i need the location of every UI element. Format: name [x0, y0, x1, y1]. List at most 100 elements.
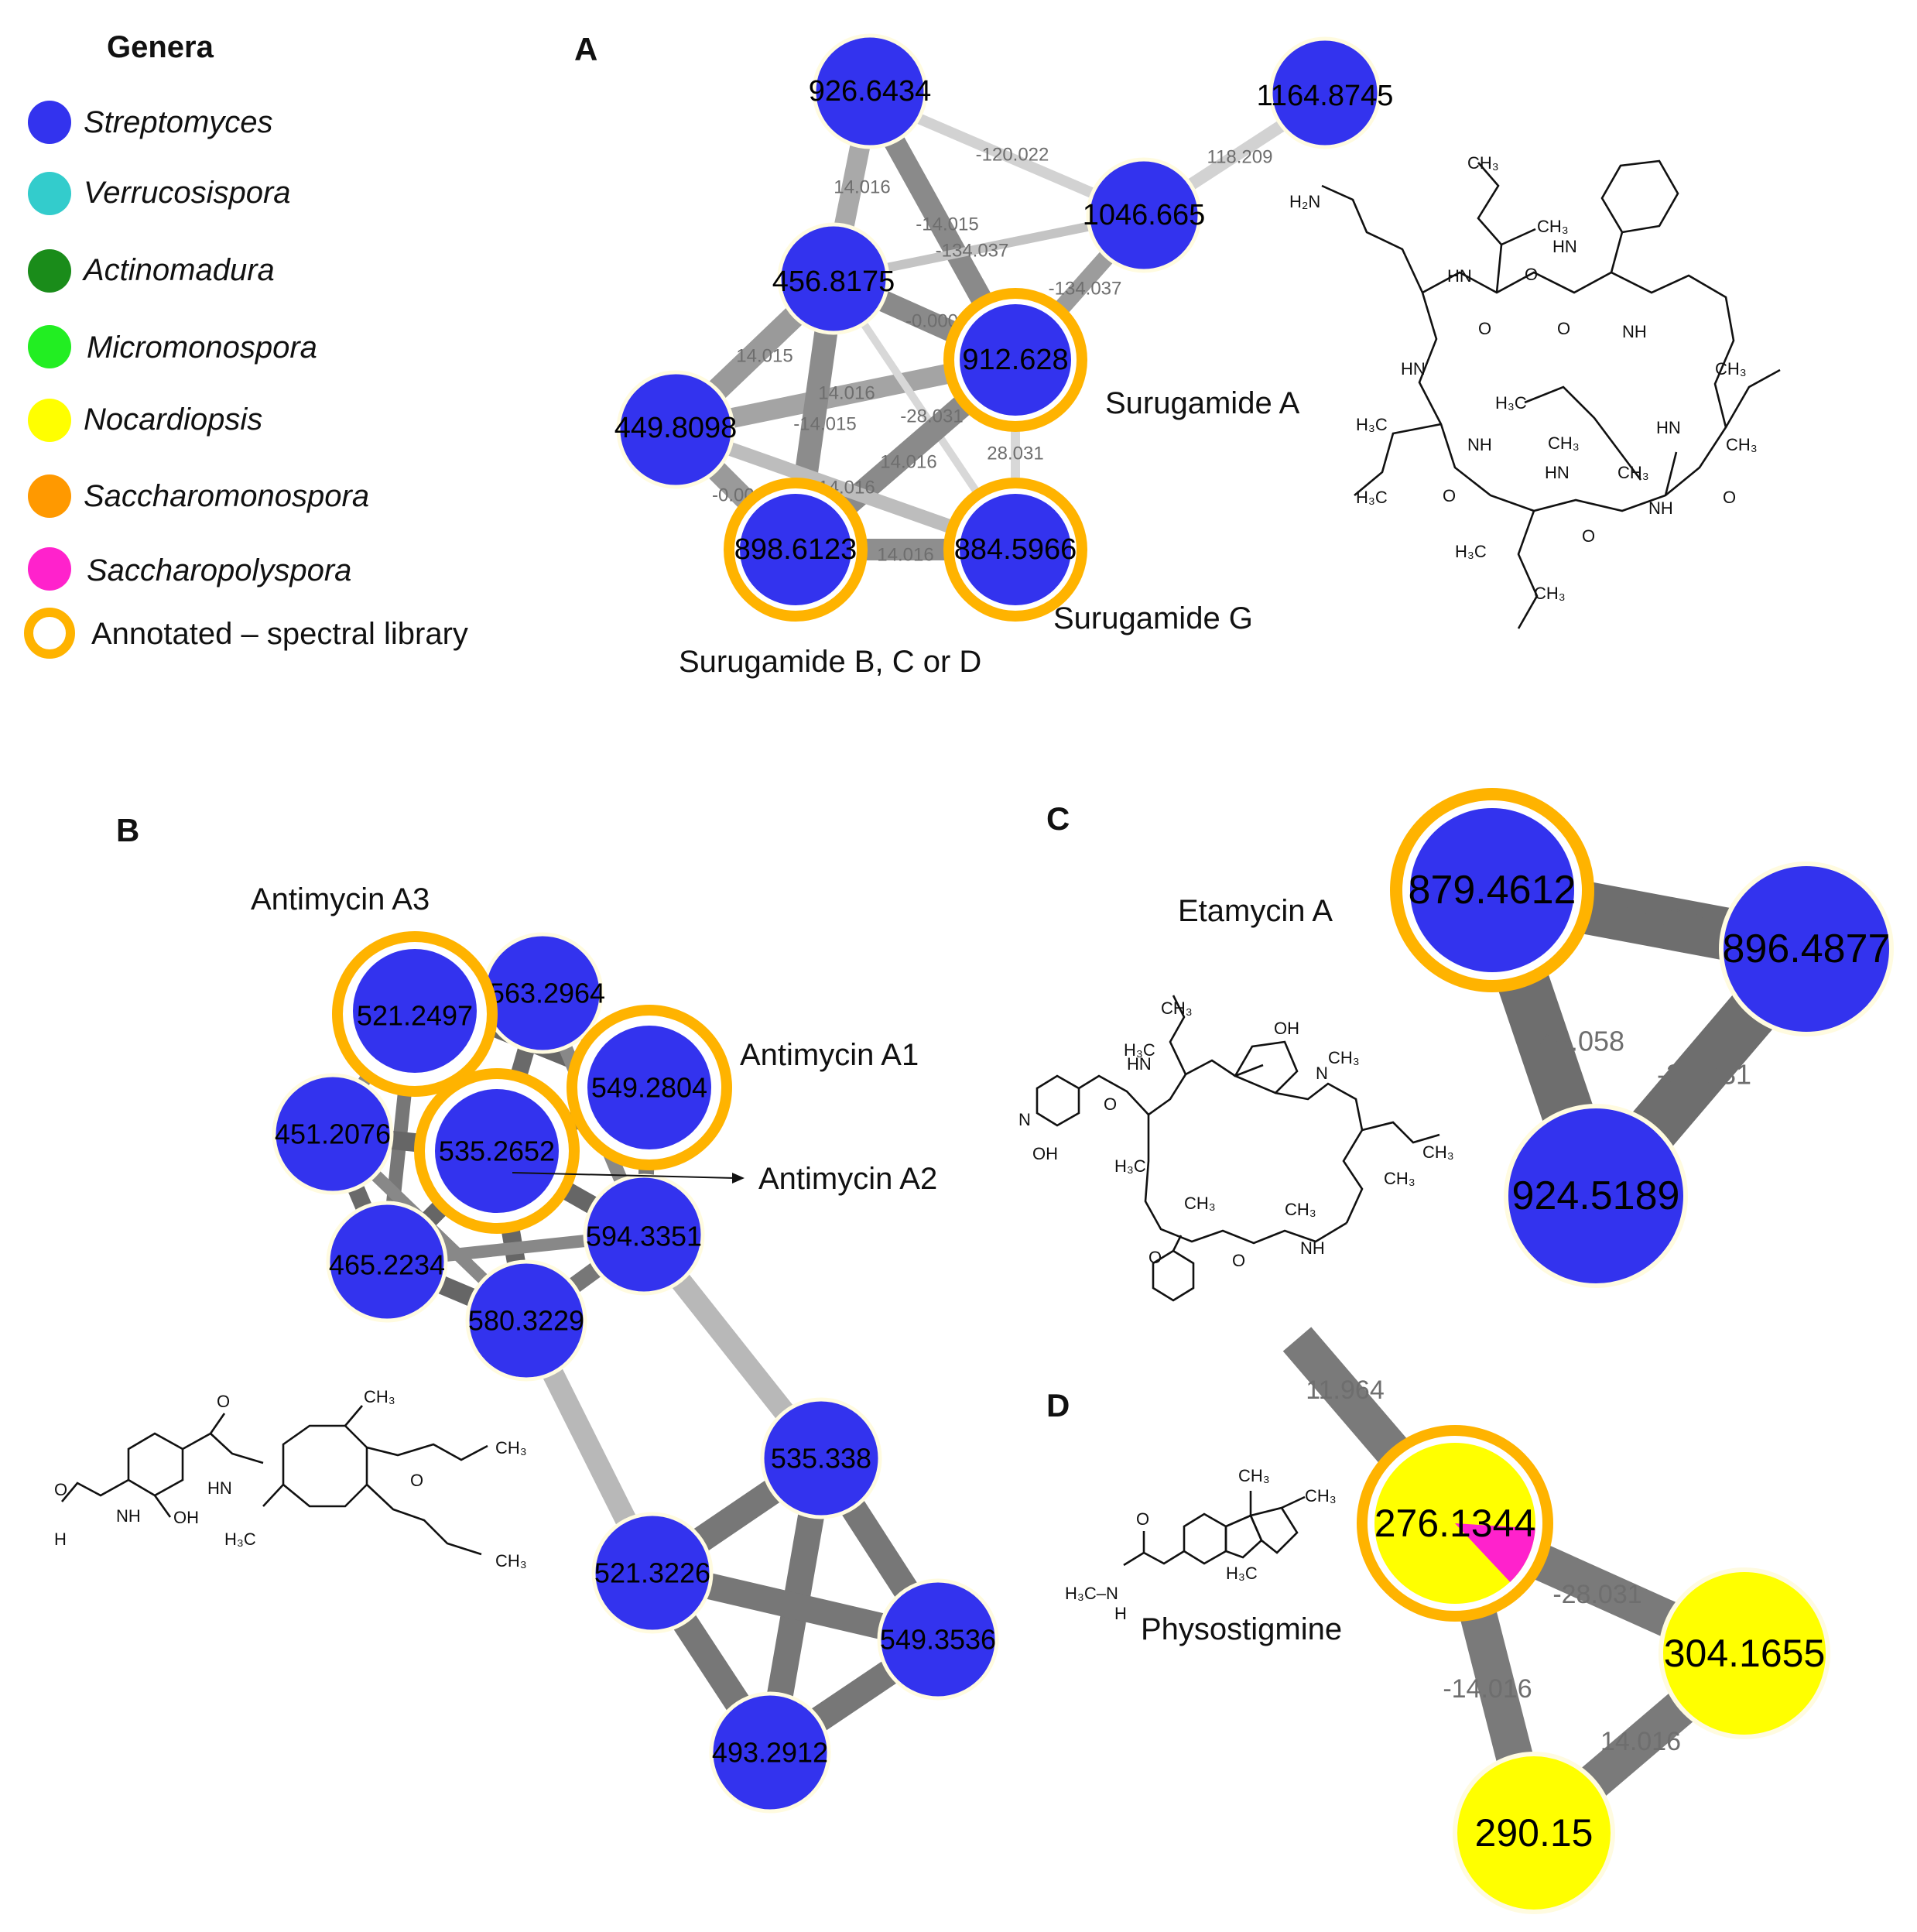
node-549-2804[interactable]: 549.2804: [567, 1005, 732, 1170]
node-493-2912[interactable]: 493.2912: [709, 1691, 831, 1814]
node-563-2964[interactable]: 563.2964: [481, 932, 605, 1054]
pie-slice-saccharopolyspora: [1455, 1523, 1535, 1582]
methyl-top: [344, 1405, 363, 1427]
chem-label: O: [410, 1471, 423, 1490]
chem-label: H₃C: [1495, 393, 1527, 413]
panel-a-nodes: 926.6434 1164.8745 1046.665 456.8175 912…: [614, 33, 1394, 622]
node-924-5189[interactable]: 924.5189: [1504, 1104, 1688, 1288]
methyl-bottom: [262, 1484, 284, 1507]
chem-label: O: [1104, 1094, 1117, 1114]
edge-label-a-898-884: 14.016: [877, 545, 933, 566]
node-535-2652[interactable]: 535.2652: [414, 1068, 580, 1234]
node-label: 290.15: [1475, 1811, 1594, 1855]
chem-label: N: [1018, 1110, 1031, 1129]
benzene-ring: [1183, 1512, 1227, 1565]
edge-label-a-1164-1046: 118.209: [1207, 147, 1273, 168]
node-879-4612[interactable]: 879.4612: [1390, 788, 1594, 992]
node-label: 594.3351: [586, 1221, 702, 1252]
node-926-6434[interactable]: 926.6434: [809, 33, 932, 149]
legend-swatch-actinomadura: [28, 249, 71, 293]
legend-swatch-streptomyces: [28, 101, 71, 144]
chem-label: NH: [116, 1506, 141, 1526]
node-label: 493.2912: [712, 1737, 828, 1769]
chem-label: HN: [1545, 463, 1570, 482]
annotation-surugamide-a: Surugamide A: [1105, 386, 1300, 420]
node-465-2234[interactable]: 465.2234: [326, 1201, 448, 1323]
node-456-8175[interactable]: 456.8175: [772, 222, 895, 335]
node-label: 549.2804: [591, 1072, 707, 1104]
node-290-15[interactable]: 290.15: [1453, 1752, 1615, 1914]
node-896-4877[interactable]: 896.4877: [1719, 862, 1894, 1036]
node-1046-665[interactable]: 1046.665: [1083, 157, 1206, 273]
amide-carbonyl: [182, 1413, 226, 1451]
chem-label: CH₃: [495, 1551, 527, 1571]
chem-label: O: [1478, 319, 1491, 338]
methyl-1: [1501, 228, 1536, 246]
peptide-chain-right: [1275, 1082, 1364, 1224]
edge-label-a-926-1046: -120.022: [976, 145, 1049, 166]
panel-letter-a: A: [574, 31, 597, 67]
chem-label: CH₃: [1537, 217, 1569, 236]
hydroxyproline-ring: [1234, 1040, 1299, 1094]
node-449-8098[interactable]: 449.8098: [614, 370, 738, 489]
node-535-338[interactable]: 535.338: [760, 1397, 882, 1519]
node-594-3351[interactable]: 594.3351: [583, 1173, 705, 1296]
phenyl-ring: [1600, 159, 1679, 273]
annotation-physostigmine: Physostigmine: [1141, 1612, 1342, 1646]
chem-label: CH₃: [1534, 584, 1566, 603]
chem-label: HN: [1552, 237, 1577, 256]
node-912-628[interactable]: 912.628: [943, 288, 1087, 432]
annotation-etamycin-a: Etamycin A: [1178, 894, 1333, 928]
chem-label: H₃C: [1356, 415, 1388, 434]
legend-label-streptomyces: Streptomyces: [84, 105, 273, 139]
ester-side-chain: [366, 1443, 488, 1461]
node-label: 896.4877: [1723, 927, 1891, 971]
chem-label: CH₃: [1422, 1142, 1454, 1162]
node-276-1344[interactable]: 276.1344: [1357, 1425, 1553, 1622]
lysine-side-chain: [1321, 184, 1424, 293]
node-1164-8745[interactable]: 1164.8745: [1257, 36, 1394, 149]
antimycin-structure: O HN NH OH H O CH₃ CH₃ H₃C CH₃ O: [54, 1387, 527, 1571]
node-label: 449.8098: [614, 412, 738, 444]
annotation-antimycin-a1: Antimycin A1: [740, 1038, 919, 1072]
leucine-side-chain: [1524, 385, 1642, 481]
edge-label-d-276-290: -14.016: [1443, 1674, 1532, 1704]
legend-label-nocardiopsis: Nocardiopsis: [84, 402, 262, 437]
edge-label-a-456-884: -28.031: [900, 406, 963, 427]
node-304-1655[interactable]: 304.1655: [1659, 1567, 1830, 1739]
edge-label-c-896-924: -28.031: [1657, 1059, 1751, 1091]
legend-title: Genera: [107, 30, 214, 64]
edge-label-a-926-456: 14.016: [834, 177, 890, 198]
legend-label-saccharopolyspora: Saccharopolyspora: [87, 553, 351, 587]
node-451-2076[interactable]: 451.2076: [272, 1073, 394, 1195]
edge-label-a-456-449: 14.015: [736, 346, 792, 367]
chem-label: CH₃: [1617, 463, 1649, 482]
legend-swatch-annotated: [24, 608, 75, 659]
node-898-6123[interactable]: 898.6123: [724, 478, 868, 622]
chem-label: O: [1557, 319, 1570, 338]
pyridine-ring: [1036, 1074, 1080, 1127]
legend-label-micromonospora: Micromonospora: [87, 331, 317, 365]
legend-swatch-saccharopolyspora: [28, 547, 71, 591]
isoleucine-side-chain-1: [1477, 162, 1503, 293]
panel-a-network: -120.022 118.209 14.016 -14.015 -134.037…: [614, 33, 1394, 679]
chem-label: N: [1316, 1064, 1328, 1083]
node-521-2497[interactable]: 521.2497: [332, 931, 498, 1097]
chem-label: CH₃: [1467, 153, 1499, 173]
node-label: 1046.665: [1083, 199, 1206, 231]
surugamide-a-structure: H₂N CH₃ CH₃ HN HN NH CH₃ HN CH₃ HN H₃C H…: [1289, 153, 1781, 629]
panel-b-nodes: 451.2076 465.2234 580.3229 594.3351 563.…: [272, 931, 999, 1814]
node-549-3536[interactable]: 549.3536: [877, 1578, 999, 1701]
chem-label: O: [1148, 1248, 1162, 1267]
chem-label: CH₃: [1305, 1486, 1337, 1506]
chem-label: O: [1136, 1509, 1149, 1529]
chem-label: H₃C: [1226, 1564, 1258, 1583]
panel-b-network: 451.2076 465.2234 580.3229 594.3351 563.…: [251, 882, 999, 1814]
node-884-5966[interactable]: 884.5966: [943, 478, 1087, 622]
edge-label-c-879-896: -17.026: [1612, 901, 1706, 933]
chem-label: HN: [1447, 266, 1472, 286]
chem-label: CH₃: [495, 1438, 527, 1458]
node-580-3229[interactable]: 580.3229: [465, 1259, 587, 1382]
node-521-3226[interactable]: 521.3226: [591, 1512, 714, 1634]
